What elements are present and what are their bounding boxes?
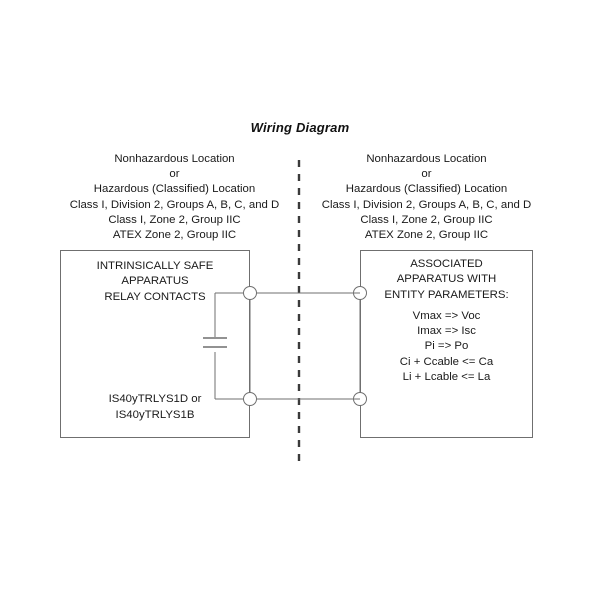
left-box-title-line: APPARATUS <box>121 275 189 288</box>
location-line: ATEX Zone 2, Group IIC <box>364 229 489 242</box>
right-box-title-line: APPARATUS WITH <box>396 273 497 286</box>
location-line: or <box>169 168 180 181</box>
location-line: Nonhazardous Location <box>366 153 487 165</box>
location-line: Class I, Division 2, Groups A, B, C, and… <box>69 198 280 211</box>
location-line: Class I, Zone 2, Group IIC <box>360 213 493 226</box>
model-number-label: IS40yTRLYS1D or IS40yTRLYS1B <box>61 392 249 423</box>
location-header-left: Nonhazardous Location or Hazardous (Clas… <box>52 152 297 243</box>
entity-parameters-list: Vmax => Voc Imax => Isc Pi => Po Ci + Cc… <box>361 309 532 385</box>
left-box-title-line: INTRINSICALLY SAFE <box>96 260 214 272</box>
entity-parameter-line: Vmax => Voc <box>412 310 481 322</box>
location-header-right: Nonhazardous Location or Hazardous (Clas… <box>304 152 549 243</box>
location-line: ATEX Zone 2, Group IIC <box>112 229 237 242</box>
model-number-line: IS40yTRLYS1B <box>115 408 195 421</box>
entity-parameter-line: Ci + Ccable <= Ca <box>399 355 494 368</box>
location-line: Hazardous (Classified) Location <box>93 183 256 196</box>
right-box-title-line: ASSOCIATED <box>410 258 483 270</box>
entity-parameter-line: Pi => Po <box>424 340 469 353</box>
left-box-title-line: RELAY CONTACTS <box>104 290 206 303</box>
location-line: or <box>421 168 432 181</box>
right-box-title: ASSOCIATED APPARATUS WITH ENTITY PARAMET… <box>361 257 532 303</box>
location-line: Hazardous (Classified) Location <box>345 183 508 196</box>
entity-parameter-line: Li + Lcable <= La <box>402 370 491 383</box>
left-box-title: INTRINSICALLY SAFE APPARATUS RELAY CONTA… <box>61 259 249 305</box>
entity-parameter-line: Imax => Isc <box>417 325 476 338</box>
page-title: Wiring Diagram <box>250 120 350 135</box>
intrinsically-safe-apparatus-box: INTRINSICALLY SAFE APPARATUS RELAY CONTA… <box>60 250 250 438</box>
location-line: Class I, Division 2, Groups A, B, C, and… <box>321 198 532 211</box>
associated-apparatus-box: ASSOCIATED APPARATUS WITH ENTITY PARAMET… <box>360 250 533 438</box>
right-box-title-line: ENTITY PARAMETERS: <box>384 288 509 301</box>
model-number-line: IS40yTRLYS1D or <box>108 393 202 406</box>
location-line: Nonhazardous Location <box>114 153 235 165</box>
location-line: Class I, Zone 2, Group IIC <box>108 213 241 226</box>
